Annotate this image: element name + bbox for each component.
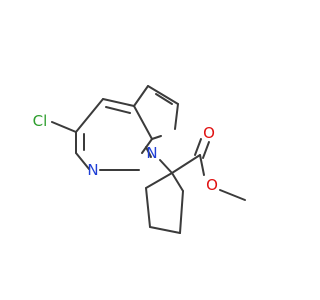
bond (147, 85, 179, 105)
ester-oxygen-label: O (206, 176, 218, 194)
bond (51, 121, 77, 133)
bond (133, 85, 149, 107)
atom-labels: Cl N N O O (33, 112, 218, 194)
bond (199, 154, 205, 176)
bond (145, 187, 151, 228)
bond (174, 103, 179, 130)
bond (141, 138, 153, 154)
bond (202, 141, 210, 159)
bond (155, 93, 173, 105)
bond (151, 135, 162, 140)
bond (171, 154, 201, 174)
bond (75, 152, 90, 170)
bond (145, 172, 173, 189)
bond (105, 106, 131, 114)
molecule-structure: Cl N N O O (33, 85, 246, 234)
bond (171, 172, 184, 192)
bond (194, 138, 202, 156)
pyridine-nitrogen-label: N (87, 161, 98, 179)
bond (75, 98, 104, 133)
pyrrole-nitrogen-label: N (146, 144, 157, 162)
bond (149, 226, 181, 234)
bonds (51, 85, 246, 234)
bond (179, 190, 184, 234)
bond (219, 189, 246, 201)
bond (159, 159, 173, 174)
bond (102, 98, 135, 107)
bond (133, 105, 153, 140)
carbonyl-oxygen-label: O (203, 124, 215, 142)
bond (145, 146, 152, 158)
chlorine-atom-label: Cl (33, 112, 48, 130)
